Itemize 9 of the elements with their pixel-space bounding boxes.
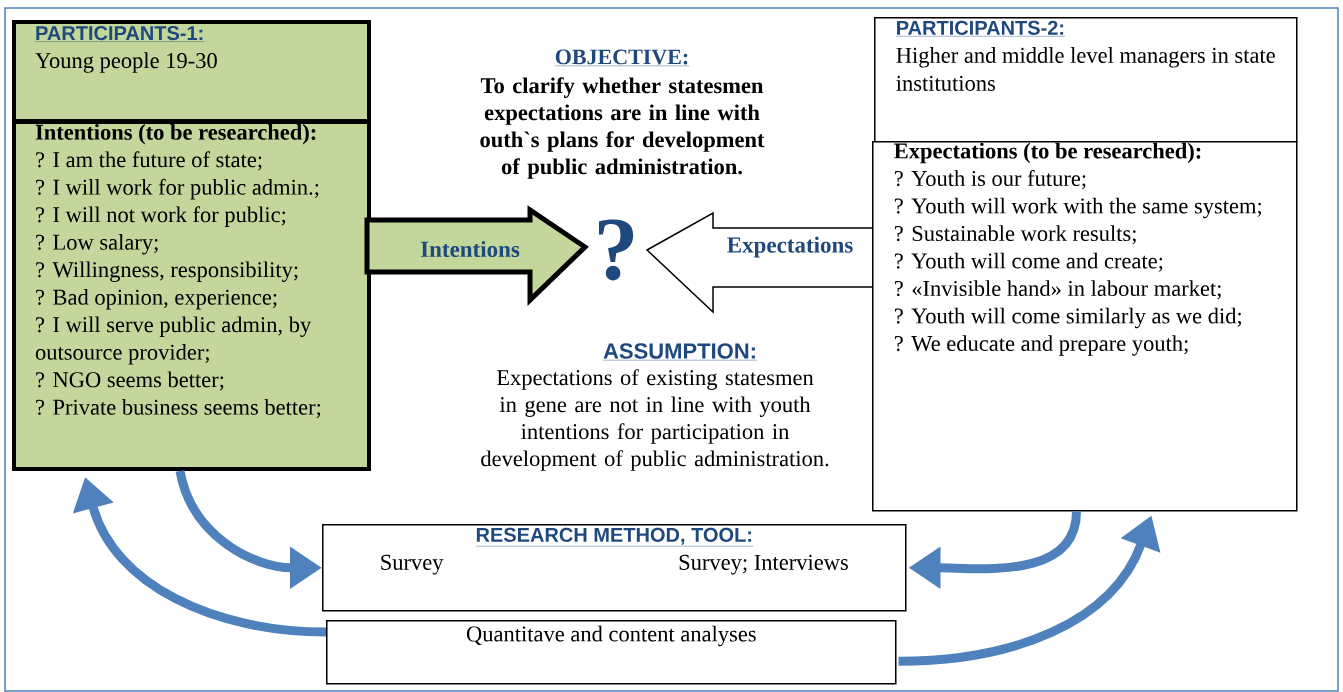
objective-text: To clarify whether statesmen expectations are in line with outh`s plans for development of public administration. <box>480 77 765 179</box>
section-heading: ASSUMPTION: <box>602 343 758 361</box>
section-heading: OBJECTIVE: <box>554 49 690 67</box>
question-mark: ? <box>598 219 634 281</box>
assumption-text: Expectations of existing statesmen in gene are not in line with youth intentions for participation in development of public administration. <box>481 369 829 471</box>
participants-box: PARTICIPANTS-2: Higher and middle level managers in state institutions <box>874 17 1298 143</box>
method-box: RESEARCH METHOD, TOOL: Survey Survey; Interviews <box>322 524 907 612</box>
analysis-box: Quantitave and content analyses <box>326 620 897 685</box>
participants-box: PARTICIPANTS-1: Young people 19-30 <box>12 20 371 123</box>
